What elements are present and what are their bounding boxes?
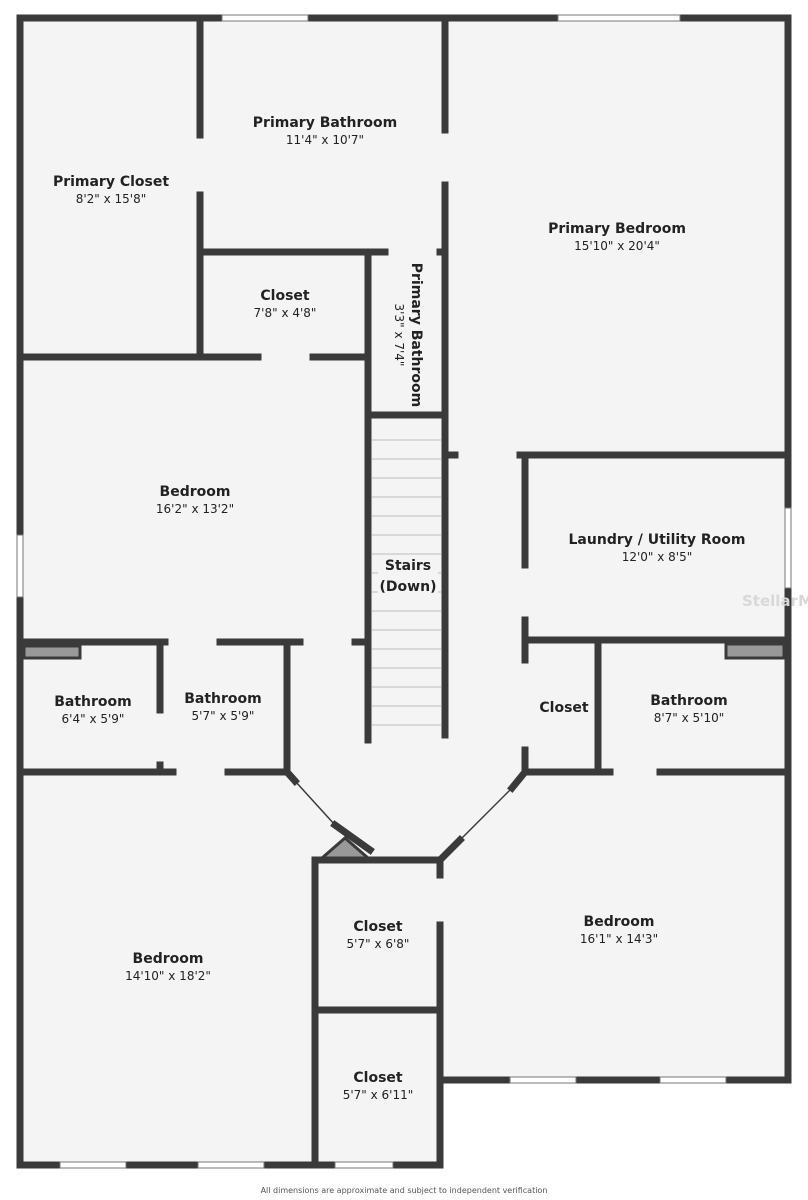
room-dims: 14'10" x 18'2" [125, 969, 211, 983]
room-dims: 16'2" x 13'2" [155, 502, 235, 516]
room-dims: 15'10" x 20'4" [574, 239, 660, 253]
room-name: Bathroom [184, 691, 262, 707]
room-dims: 8'2" x 15'8" [75, 192, 147, 206]
room-closet: Closet [539, 700, 588, 716]
room-dims: 8'7" x 5'10" [653, 711, 725, 725]
room-primary-closet: Primary Closet 8'2" x 15'8" [53, 174, 169, 206]
room-name: Primary Closet [52, 174, 170, 190]
watermark: StellarMLS [742, 592, 808, 610]
room-bedroom: Bedroom 14'10" x 18'2" [125, 951, 211, 983]
room-primary-bedroom: Primary Bedroom 15'10" x 20'4" [548, 221, 686, 253]
room-closet: Closet 7'8" x 4'8" [254, 288, 317, 320]
room-primary-bathroom: Primary Bathroom 11'4" x 10'7" [253, 115, 397, 147]
room-dims: 6'4" x 5'9" [61, 712, 125, 726]
room-dims: 3'3" x 7'4" [392, 303, 406, 367]
room-bedroom: Bedroom 16'2" x 13'2" [156, 484, 234, 516]
room-closet: Closet 5'7" x 6'11" [343, 1070, 414, 1102]
room-laundry: Laundry / Utility Room 12'0" x 8'5" [569, 532, 746, 564]
room-name: Stairs (Down) [379, 558, 437, 595]
walls [16, 14, 792, 1169]
room-dims: 12'0" x 8'5" [621, 550, 693, 564]
room-name: Closet [260, 288, 310, 304]
hatched-shafts [22, 642, 786, 860]
room-dims: 5'7" x 5'9" [191, 709, 255, 723]
room-bathroom: Bathroom 6'4" x 5'9" [54, 694, 132, 726]
room-dims: 16'1" x 14'3" [579, 932, 659, 946]
room-name: Closet [539, 700, 589, 716]
room-name: Primary Bathroom [408, 262, 424, 408]
room-name: Primary Bathroom [252, 115, 398, 131]
room-dims: 5'7" x 6'11" [342, 1088, 414, 1102]
room-dims: 11'4" x 10'7" [285, 133, 365, 147]
stairs-down: Stairs (Down) [378, 556, 438, 598]
room-name: Bedroom [159, 484, 231, 500]
room-closet: Closet 5'7" x 6'8" [347, 919, 410, 951]
doors [294, 780, 513, 841]
disclaimer: All dimensions are approximate and subje… [260, 1186, 548, 1195]
room-name: Bathroom [54, 694, 132, 710]
room-name: Primary Bedroom [548, 221, 686, 237]
room-name: Bathroom [650, 693, 728, 709]
windows [16, 14, 792, 1169]
room-dims: 7'8" x 4'8" [253, 306, 317, 320]
room-bathroom: Bathroom 5'7" x 5'9" [184, 691, 262, 723]
room-bathroom: Bathroom 8'7" x 5'10" [650, 693, 728, 725]
room-dims: 5'7" x 6'8" [346, 937, 410, 951]
room-bedroom: Bedroom 16'1" x 14'3" [580, 914, 658, 946]
room-name: Bedroom [583, 914, 655, 930]
room-name: Closet [353, 919, 403, 935]
room-name: Laundry / Utility Room [568, 532, 746, 548]
room-name: Bedroom [132, 951, 204, 967]
room-name: Closet [353, 1070, 403, 1086]
